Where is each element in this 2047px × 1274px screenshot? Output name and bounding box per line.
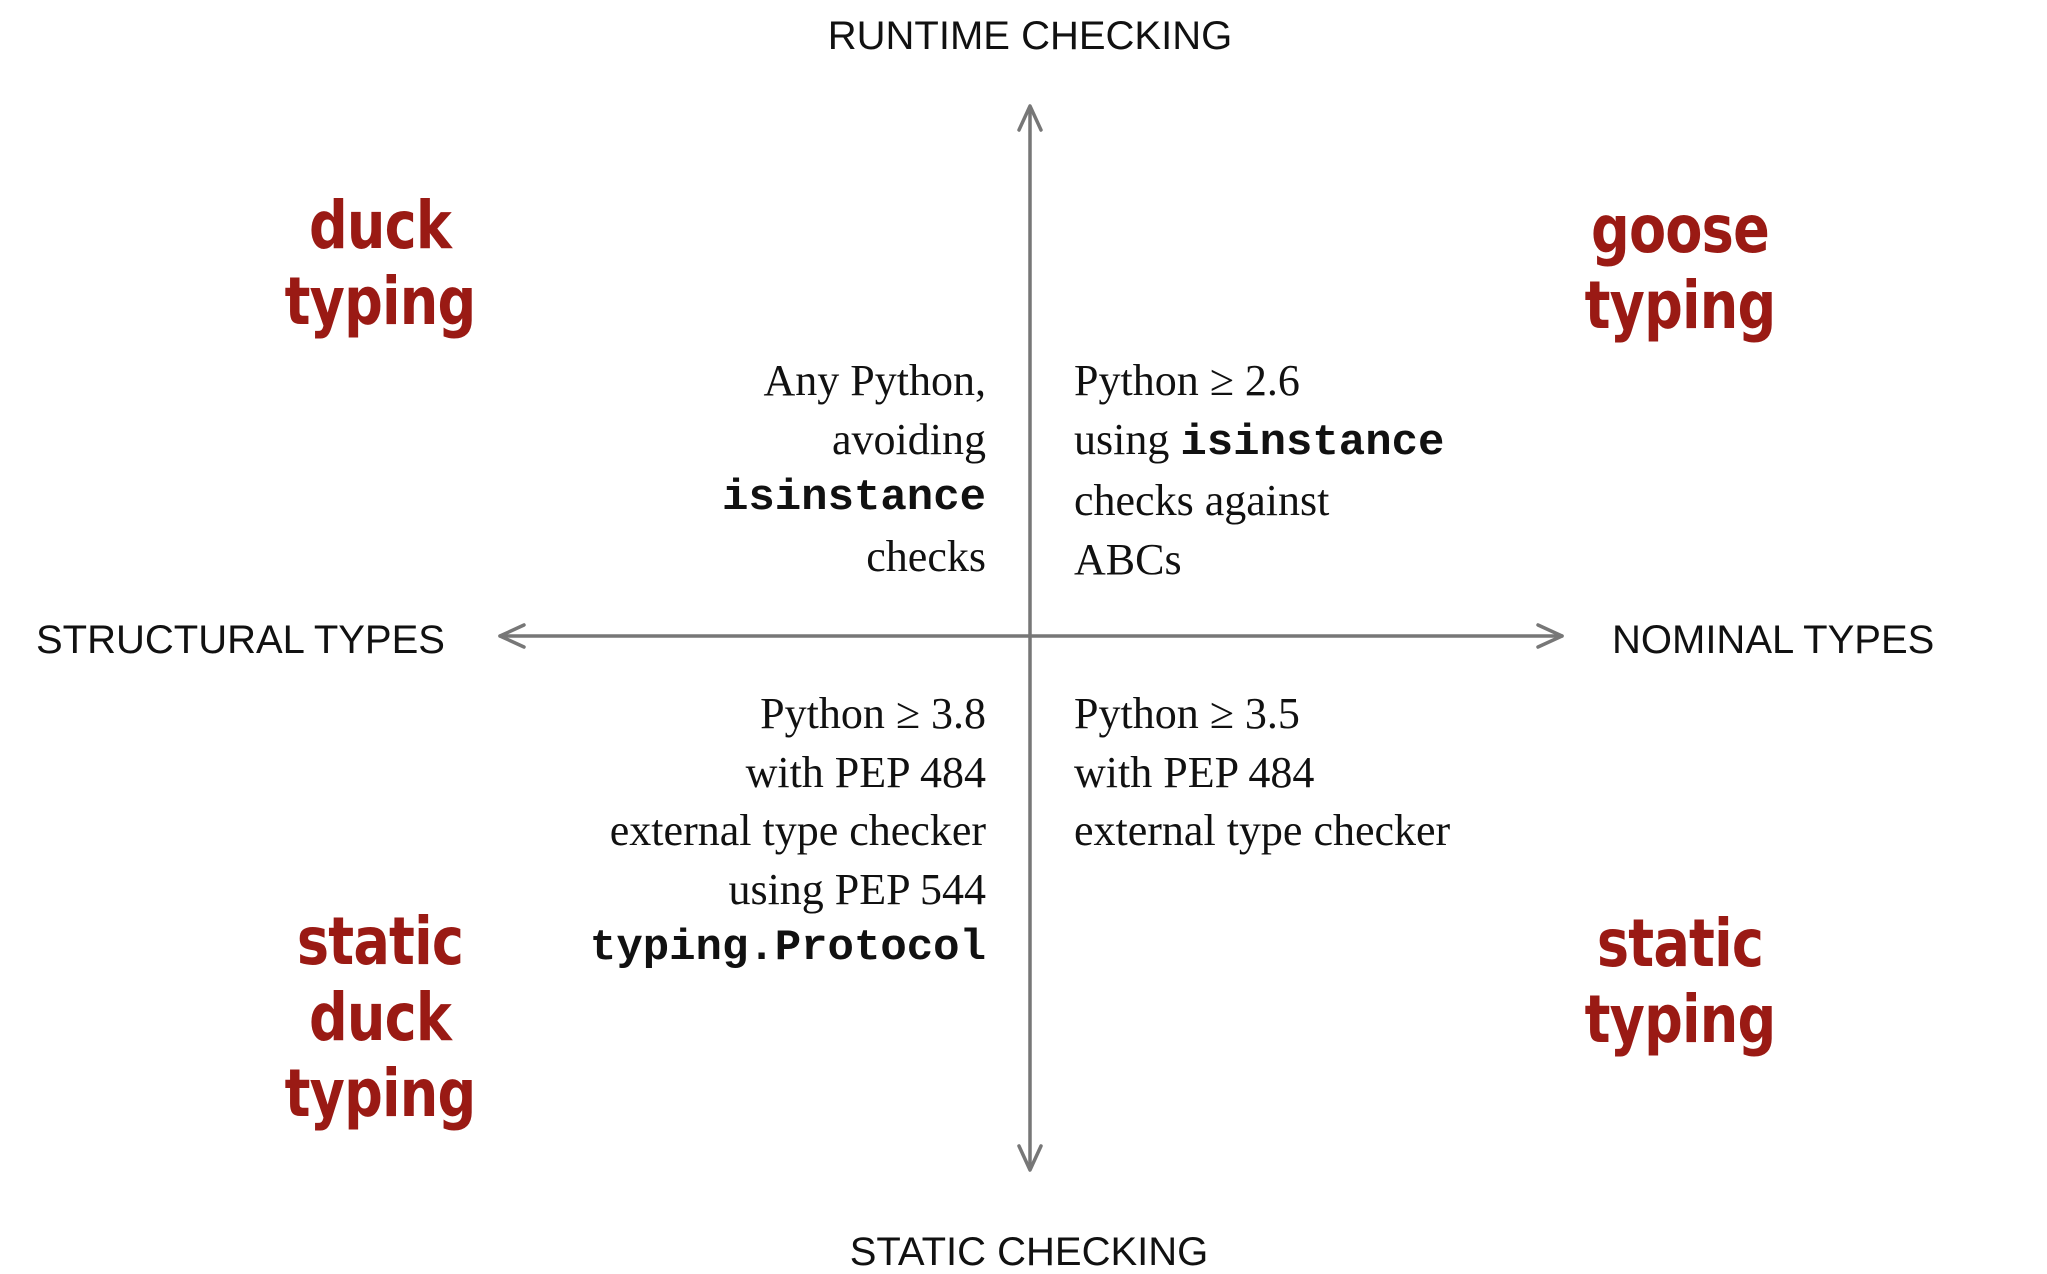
- quadrant-title-duck-typing: duck typing: [257, 188, 503, 340]
- note-static-typing: Python ≥ 3.5 with PEP 484 external type …: [1074, 685, 1450, 861]
- note-line: external type checker: [1074, 806, 1451, 855]
- note-text: using: [1074, 414, 1181, 464]
- note-line: checks: [866, 531, 986, 581]
- arrow-right-head: [1536, 623, 1564, 649]
- quadrant-title-static-duck-typing: static duck typing: [257, 904, 503, 1132]
- note-line: Python ≥ 3.5: [1074, 689, 1300, 738]
- axis-label-structural-types: STRUCTURAL TYPES: [36, 618, 445, 662]
- note-duck-typing: Any Python, avoiding isinstance checks: [722, 352, 986, 586]
- note-line: using PEP 544: [728, 864, 986, 914]
- quadrant-title-line: static: [296, 903, 464, 980]
- quadrant-title-line: duck: [308, 187, 452, 264]
- quadrant-title-line: typing: [284, 263, 477, 340]
- note-line: Python ≥ 2.6: [1074, 356, 1300, 405]
- note-line: checks against: [1074, 476, 1330, 525]
- note-line: ABCs: [1074, 534, 1182, 584]
- axis-label-nominal-types: NOMINAL TYPES: [1612, 618, 1935, 662]
- quadrant-title-line: static: [1596, 905, 1764, 982]
- note-line: Any Python,: [763, 356, 986, 405]
- arrow-up-head: [1017, 104, 1043, 132]
- quadrant-title-line: typing: [284, 1055, 477, 1132]
- quadrant-title-line: goose: [1591, 191, 1770, 268]
- note-goose-typing: Python ≥ 2.6 using isinstance checks aga…: [1074, 352, 1444, 589]
- arrow-down-head: [1017, 1144, 1043, 1172]
- note-line-mixed: using isinstance: [1074, 411, 1444, 473]
- quadrant-title-goose-typing: goose typing: [1557, 192, 1803, 344]
- arrow-left-head: [498, 623, 526, 649]
- note-static-duck-typing: Python ≥ 3.8 with PEP 484 external type …: [590, 685, 986, 978]
- quadrant-title-line: duck: [308, 979, 452, 1056]
- note-line: with PEP 484: [745, 747, 986, 797]
- axis-label-runtime-checking: RUNTIME CHECKING: [827, 14, 1233, 58]
- axis-label-static-checking: STATIC CHECKING: [849, 1230, 1209, 1274]
- quadrant-title-static-typing: static typing: [1557, 906, 1803, 1058]
- quadrant-title-line: typing: [1584, 267, 1777, 344]
- note-code-isinstance: isinstance: [1180, 417, 1445, 468]
- note-line: with PEP 484: [1074, 747, 1315, 797]
- note-line: external type checker: [609, 806, 986, 855]
- note-code-typing-protocol: typing.Protocol: [589, 923, 986, 973]
- note-line: Python ≥ 3.8: [760, 689, 986, 738]
- note-code-isinstance: isinstance: [721, 473, 986, 523]
- quadrant-title-line: typing: [1584, 981, 1777, 1058]
- note-line: avoiding: [832, 414, 986, 464]
